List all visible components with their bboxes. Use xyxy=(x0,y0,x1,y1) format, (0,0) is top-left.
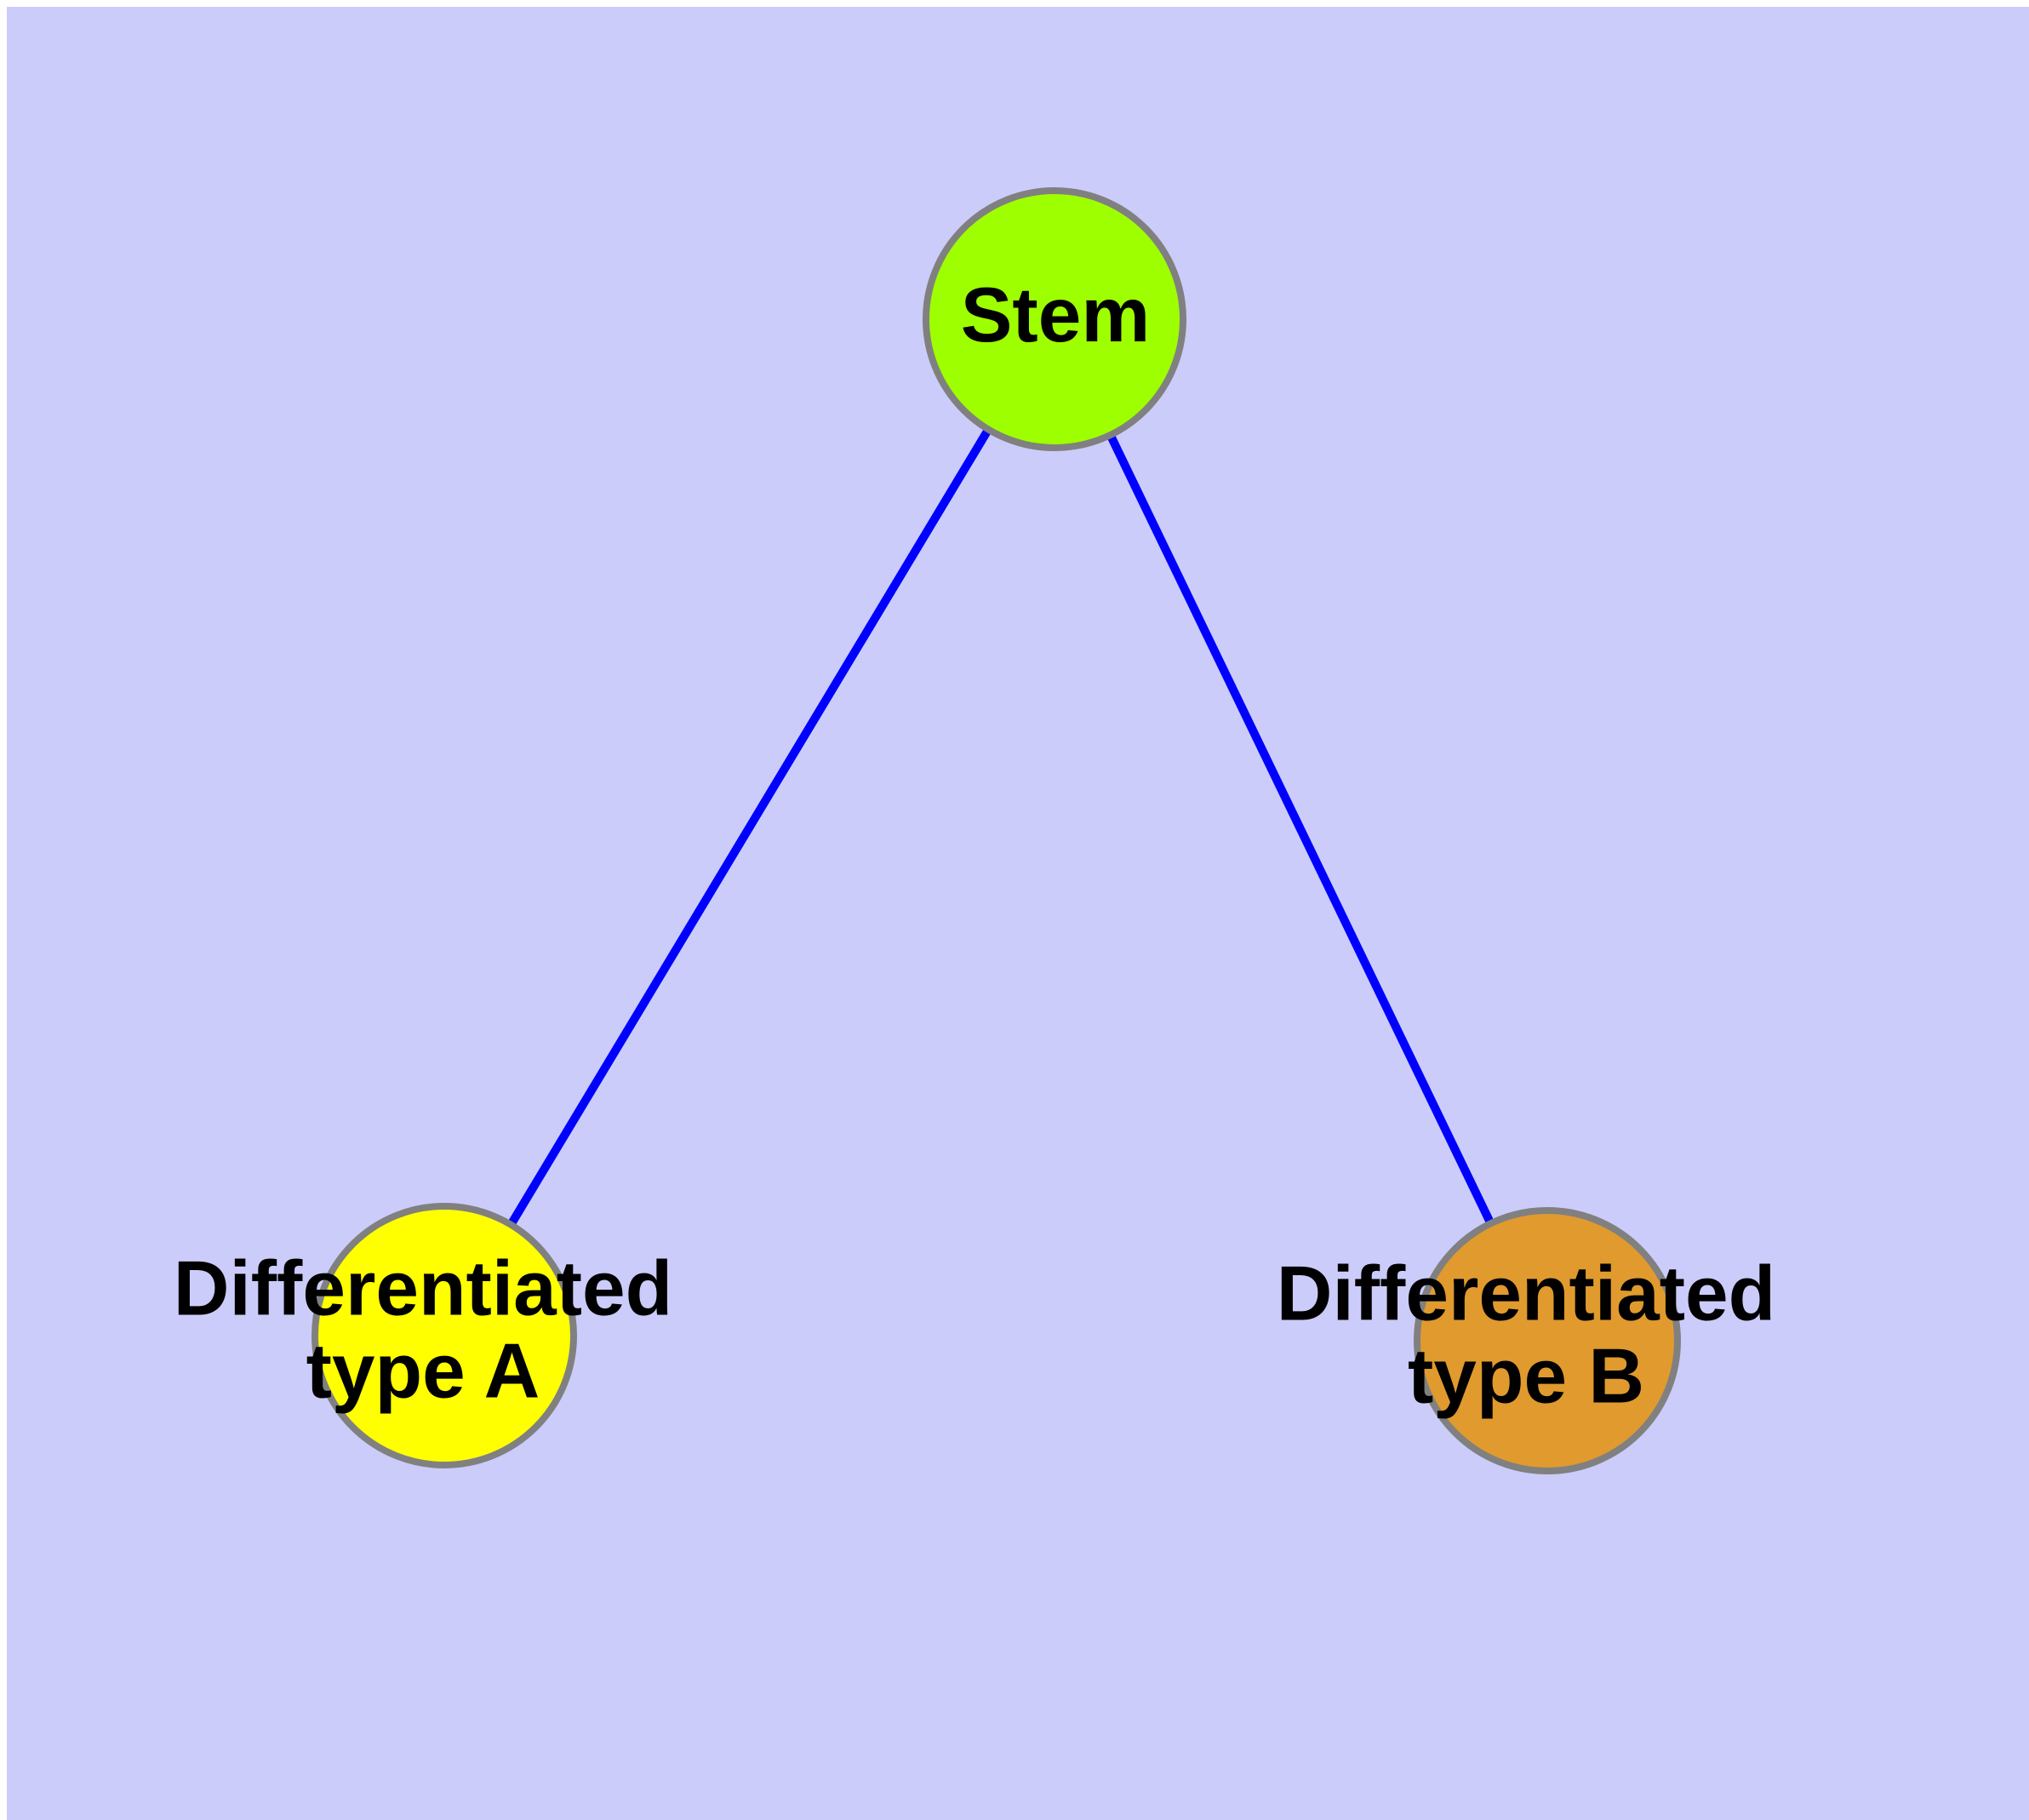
node-differentiated-type-a[interactable] xyxy=(311,1203,577,1468)
node-differentiated-type-a-circle[interactable] xyxy=(311,1203,577,1468)
edge-stem-to-differentiated-type-a[interactable] xyxy=(440,317,1059,1338)
node-label-line: Differentiated xyxy=(1277,1251,1776,1337)
node-label-line: type A xyxy=(306,1329,540,1415)
node-label-line: type B xyxy=(1408,1334,1644,1420)
node-label-line: Differentiated xyxy=(174,1246,673,1332)
node-layer xyxy=(311,187,1681,1474)
edge-stem-to-differentiated-type-b[interactable] xyxy=(1050,317,1552,1343)
node-label-line: Stem xyxy=(961,272,1151,358)
node-differentiated-type-b-circle[interactable] xyxy=(1414,1207,1681,1474)
node-stem[interactable] xyxy=(923,187,1186,451)
node-stem-label: Stem xyxy=(961,272,1151,358)
node-stem-circle[interactable] xyxy=(923,187,1186,451)
node-differentiated-type-b[interactable] xyxy=(1414,1207,1681,1474)
edge-layer xyxy=(440,317,1552,1343)
